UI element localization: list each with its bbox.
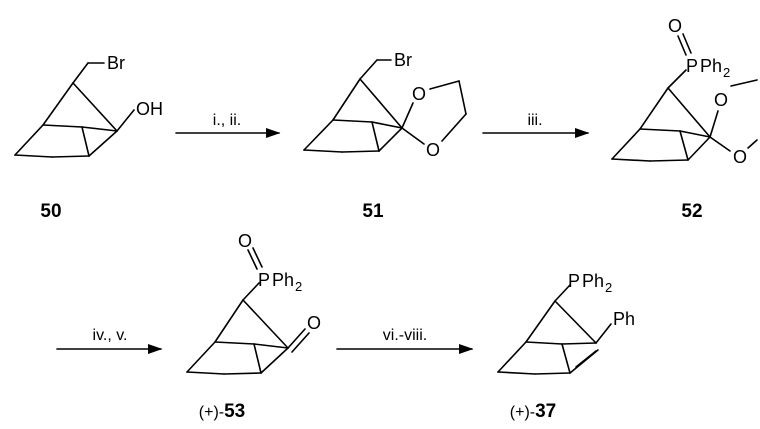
reaction-arrow-2: iii. [482, 112, 590, 139]
norbornane-skeleton-50 [14, 82, 118, 158]
p-o-double-bond-a [247, 249, 258, 270]
ch2-bond-51 [359, 59, 378, 80]
enantiomer-prefix: (+)- [510, 404, 535, 421]
compound-number-52: 52 [681, 201, 702, 222]
oxygen-label: O [307, 313, 321, 333]
oxygen-label: O [714, 90, 728, 110]
phenyl-label: Ph [272, 270, 294, 290]
norbornene-skeleton-37 [497, 300, 599, 375]
conditions-step-4: vi.-viii. [383, 327, 427, 344]
subscript-two: 2 [605, 280, 612, 295]
reaction-arrow-3: iv., v. [56, 327, 163, 355]
compound-51: Br O O 51 [303, 50, 467, 222]
reaction-arrow-4: vi.-viii. [336, 327, 474, 355]
conditions-step-1: i., ii. [213, 112, 241, 129]
ketone-double-bond-a [287, 328, 306, 349]
c-ph-bond [595, 323, 612, 344]
compound-number-50: 50 [40, 201, 61, 222]
enantiomer-prefix: (+)- [199, 404, 224, 421]
conditions-step-2: iii. [527, 112, 542, 129]
ch2-bond-37 [554, 284, 571, 302]
compound-number-53: 53 [224, 401, 245, 422]
phosphorus-label: P [686, 56, 698, 76]
compound-52: P Ph 2 O O O 52 [611, 16, 758, 222]
norbornane-skeleton-51 [303, 78, 403, 153]
phenyl-label: Ph [613, 309, 635, 329]
phosphorus-label: P [258, 270, 270, 290]
oxygen-label: O [668, 16, 682, 36]
hydroxyl-label: OH [136, 99, 163, 119]
subscript-two: 2 [295, 279, 302, 294]
dioxolane-ring-52 [709, 79, 758, 152]
compound-number-37: 37 [535, 401, 556, 422]
ch2-bond-50 [72, 62, 89, 84]
phosphorus-label: P [568, 271, 580, 291]
ch2-bond-53 [242, 282, 260, 301]
oxygen-label: O [426, 140, 440, 160]
compound-50: Br OH 50 [14, 53, 163, 222]
c-oh-bond [116, 109, 135, 132]
phenyl-label: Ph [582, 271, 604, 291]
norbornane-skeleton-53 [186, 299, 289, 375]
dioxolane-ring-51 [401, 80, 467, 145]
phenyl-label: Ph [700, 56, 722, 76]
compound-37: P Ph 2 Ph (+)-37 [497, 271, 635, 422]
ch2-bond-52 [667, 69, 687, 89]
ketone-double-bond-b [291, 332, 310, 353]
compound-number-51: 51 [362, 201, 384, 222]
bromine-label: Br [107, 53, 125, 73]
oxygen-label: O [733, 147, 747, 167]
norbornane-skeleton-52 [611, 87, 711, 162]
p-o-double-bond-b [252, 247, 263, 268]
compound-53: P Ph 2 O O (+)-53 [186, 231, 321, 422]
p-o-double-bond-b [682, 33, 692, 54]
subscript-two: 2 [723, 65, 730, 80]
conditions-step-3: iv., v. [93, 327, 128, 344]
oxygen-label: O [238, 231, 252, 251]
p-o-double-bond-a [677, 35, 687, 56]
compound-label-53: (+)-53 [199, 401, 245, 422]
compound-label-37: (+)-37 [510, 401, 556, 422]
oxygen-label: O [412, 84, 426, 104]
bromine-label: Br [394, 50, 412, 70]
reaction-arrow-1: i., ii. [175, 112, 281, 139]
